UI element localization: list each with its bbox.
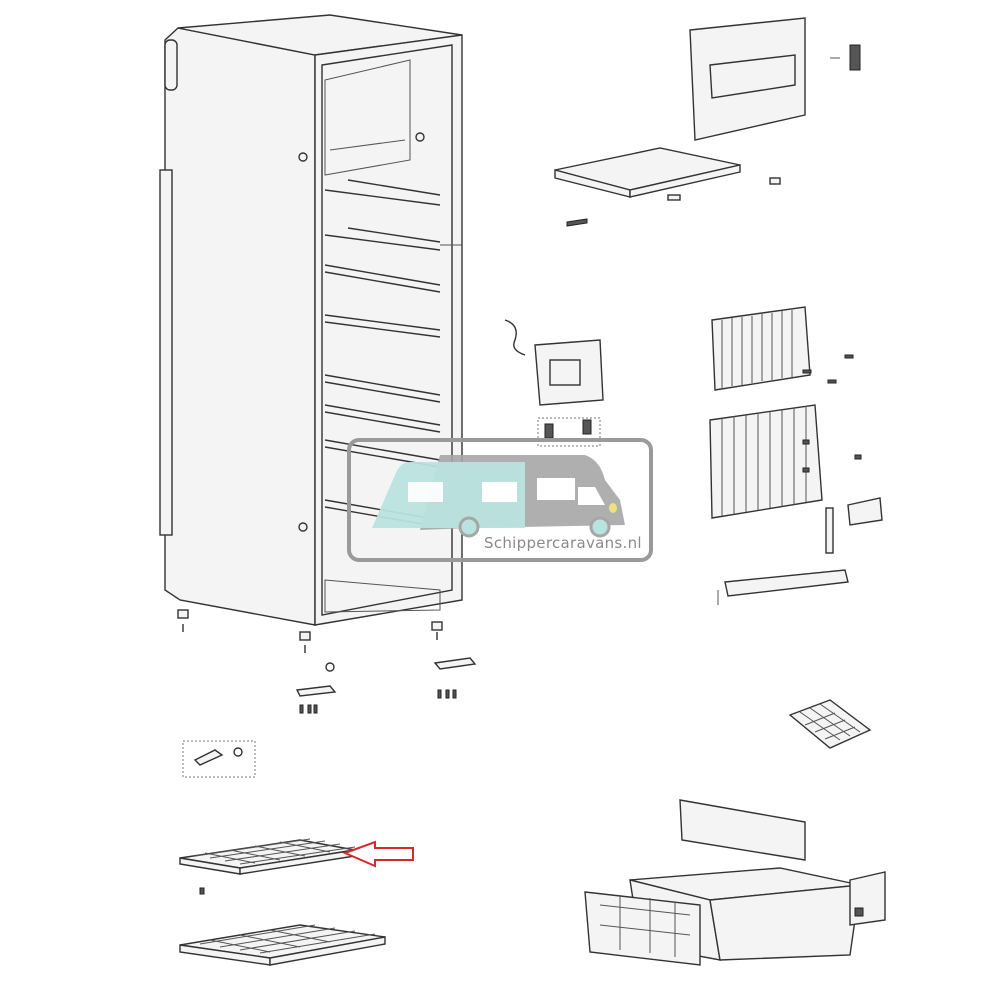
thermostat-unit [504,319,620,447]
freezer-tray [554,147,781,227]
wheel-icon [458,516,480,538]
caravan-silhouette [372,462,525,528]
wheel-icon [589,516,611,538]
shelf-grid-upper [179,838,356,895]
headlight-icon [609,503,617,513]
shelf-grid-lower [179,924,386,966]
crisper-drawer [584,799,886,966]
ice-tray [788,699,872,749]
cabinet-feet-and-hardware [177,609,477,778]
watermark-text: Schippercaravans.nl [484,534,642,552]
red-arrow-icon [342,840,414,868]
freezer-door [689,17,861,141]
watermark-frame [347,438,653,562]
cooling-fin-covers [709,306,883,605]
